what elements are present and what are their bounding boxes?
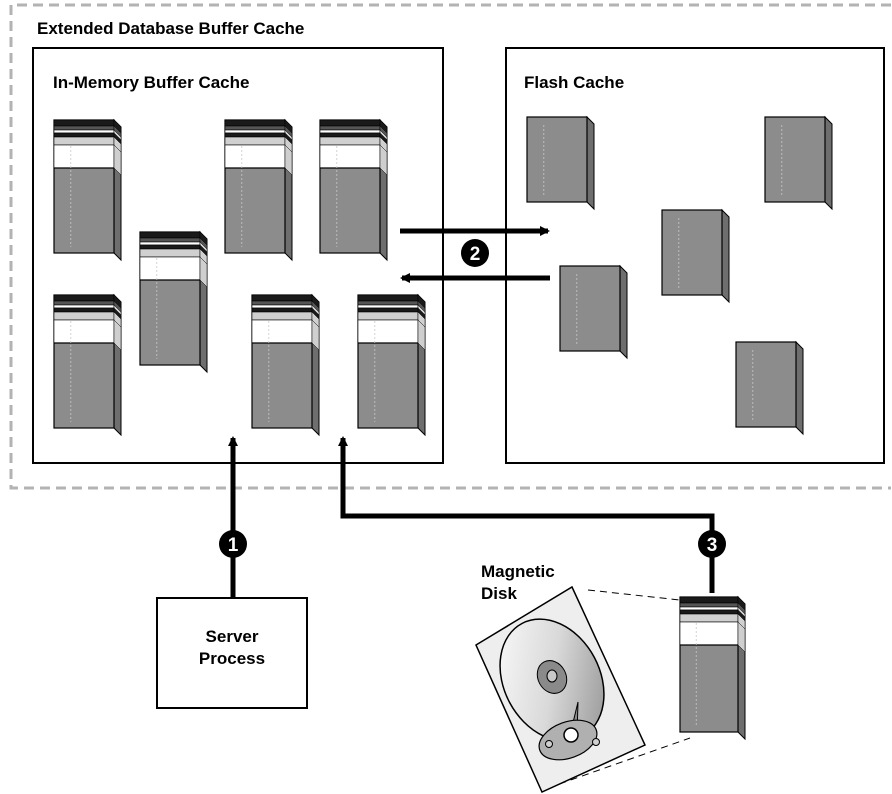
memory-block-4 [139, 230, 208, 374]
path-disk-to-memory [340, 450, 715, 593]
extended-cache-frame [9, 3, 891, 490]
zoom-line-bottom [547, 737, 691, 789]
memory-block-3 [319, 118, 388, 262]
magnetic-disk-icon [475, 585, 646, 793]
disk-data-block [679, 595, 746, 741]
flash-block-1 [526, 115, 595, 211]
step-marker-3: 3 [698, 530, 726, 558]
flash-block-4 [559, 264, 628, 360]
flash-block-5 [735, 340, 804, 436]
memory-block-6 [251, 293, 320, 437]
memory-block-7 [357, 293, 426, 437]
zoom-line-top [587, 589, 681, 601]
memory-block-1 [53, 118, 122, 262]
memory-buffer-blocks [53, 118, 426, 437]
step-marker-1: 1 [219, 530, 247, 558]
step-marker-2: 2 [461, 239, 489, 267]
flash-block-2 [764, 115, 833, 211]
memory-block-2 [224, 118, 293, 262]
flash-block-3 [661, 208, 730, 304]
step-number-2: 2 [470, 244, 481, 265]
server-process-box [156, 597, 308, 709]
step-number-1: 1 [228, 535, 239, 556]
disk-block [679, 595, 746, 741]
flash-cache-blocks [526, 115, 833, 436]
step-number-3: 3 [707, 535, 718, 556]
memory-block-5 [53, 293, 122, 437]
